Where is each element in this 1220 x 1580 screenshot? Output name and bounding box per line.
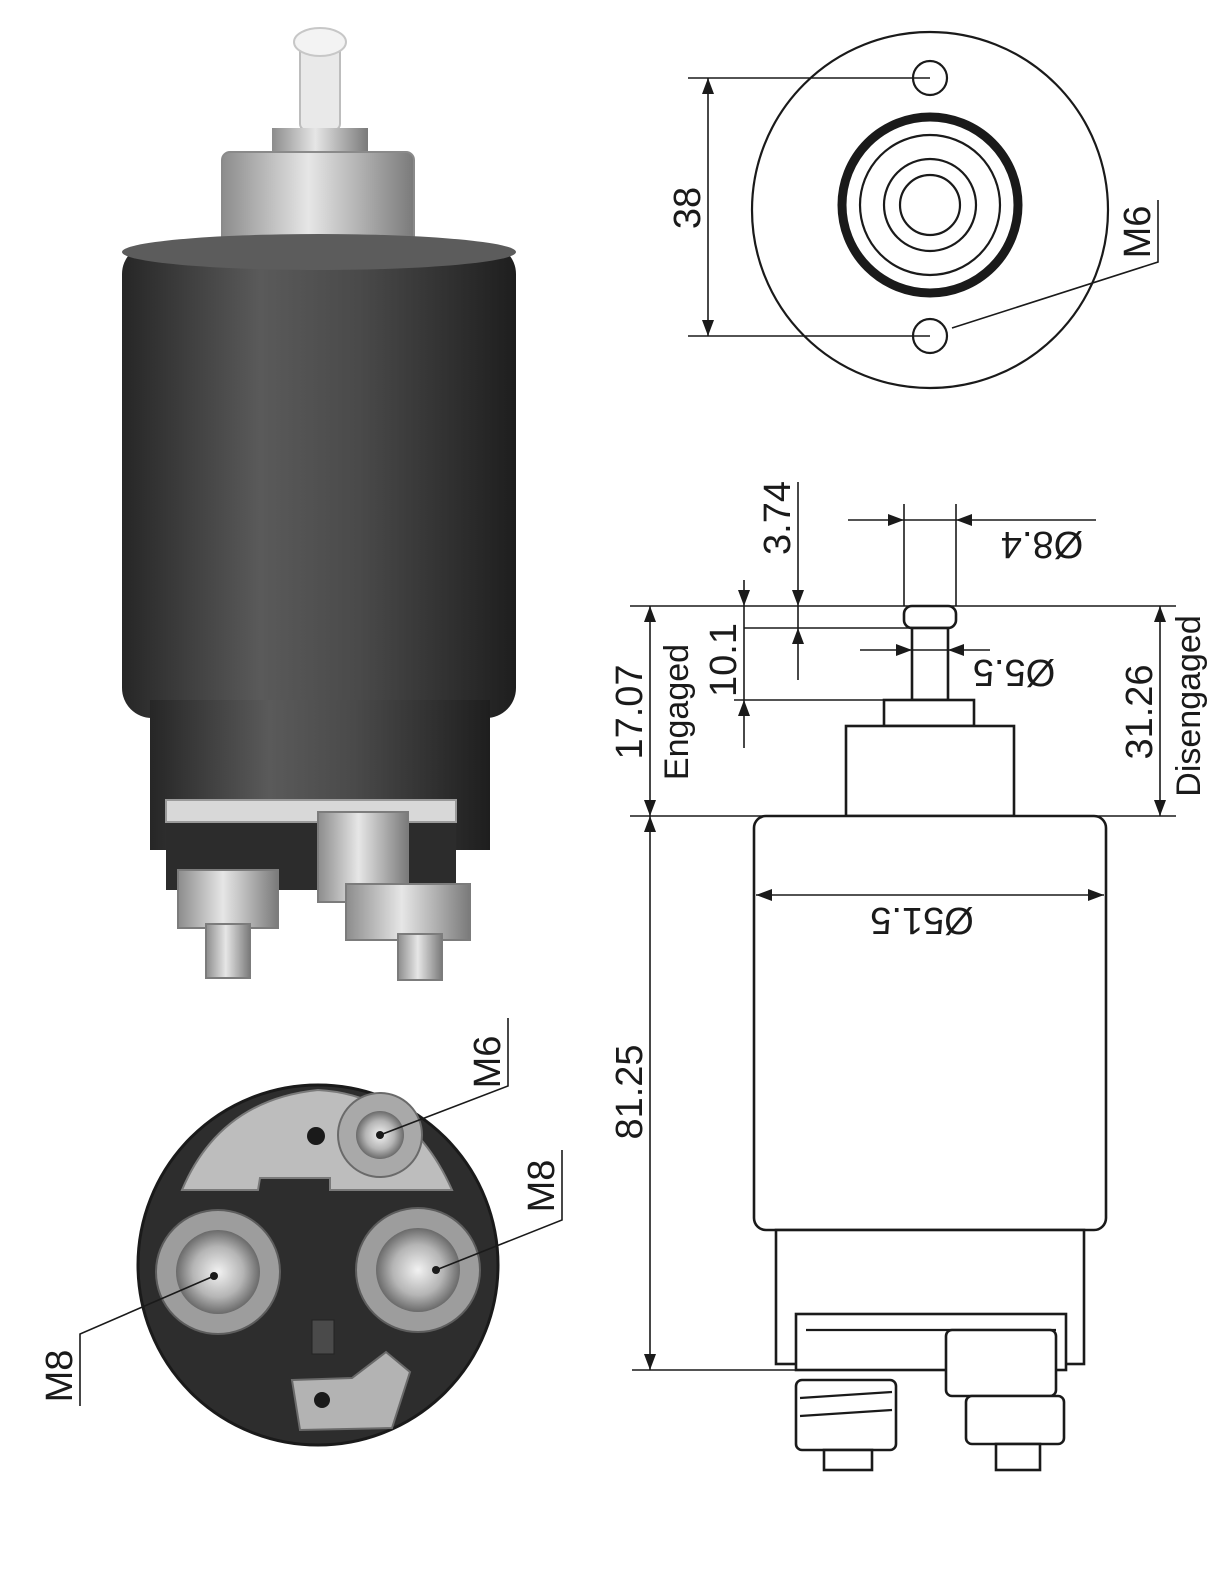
dim-d51-5-label: Ø51.5 — [870, 899, 974, 941]
m6-bottom-label: M6 — [467, 1036, 509, 1089]
m8-right-label: M8 — [521, 1160, 563, 1213]
dim-38-label: 38 — [667, 187, 709, 229]
solenoid-terminal-photo — [136, 1083, 500, 1447]
engaged-label: Engaged — [658, 644, 696, 780]
dim-31-26-label: 31.26 — [1119, 664, 1161, 759]
dim-81-25-label: 81.25 — [609, 1044, 651, 1139]
m6-top-label: M6 — [1117, 206, 1159, 259]
dim-d5-5-label: Ø5.5 — [973, 651, 1055, 693]
side-view-drawing — [630, 482, 1176, 1472]
terminal-leaders — [79, 1018, 563, 1406]
disengaged-label: Disengaged — [1170, 615, 1208, 796]
top-view-drawing — [688, 30, 1159, 390]
dim-17-07-label: 17.07 — [609, 664, 651, 759]
dim-10-1-label: 10.1 — [703, 623, 745, 697]
m8-left-label: M8 — [39, 1350, 81, 1403]
dim-3-74-label: 3.74 — [757, 481, 799, 555]
dim-d8-4-label: Ø8.4 — [1001, 523, 1083, 565]
solenoid-side-photo — [122, 27, 516, 981]
